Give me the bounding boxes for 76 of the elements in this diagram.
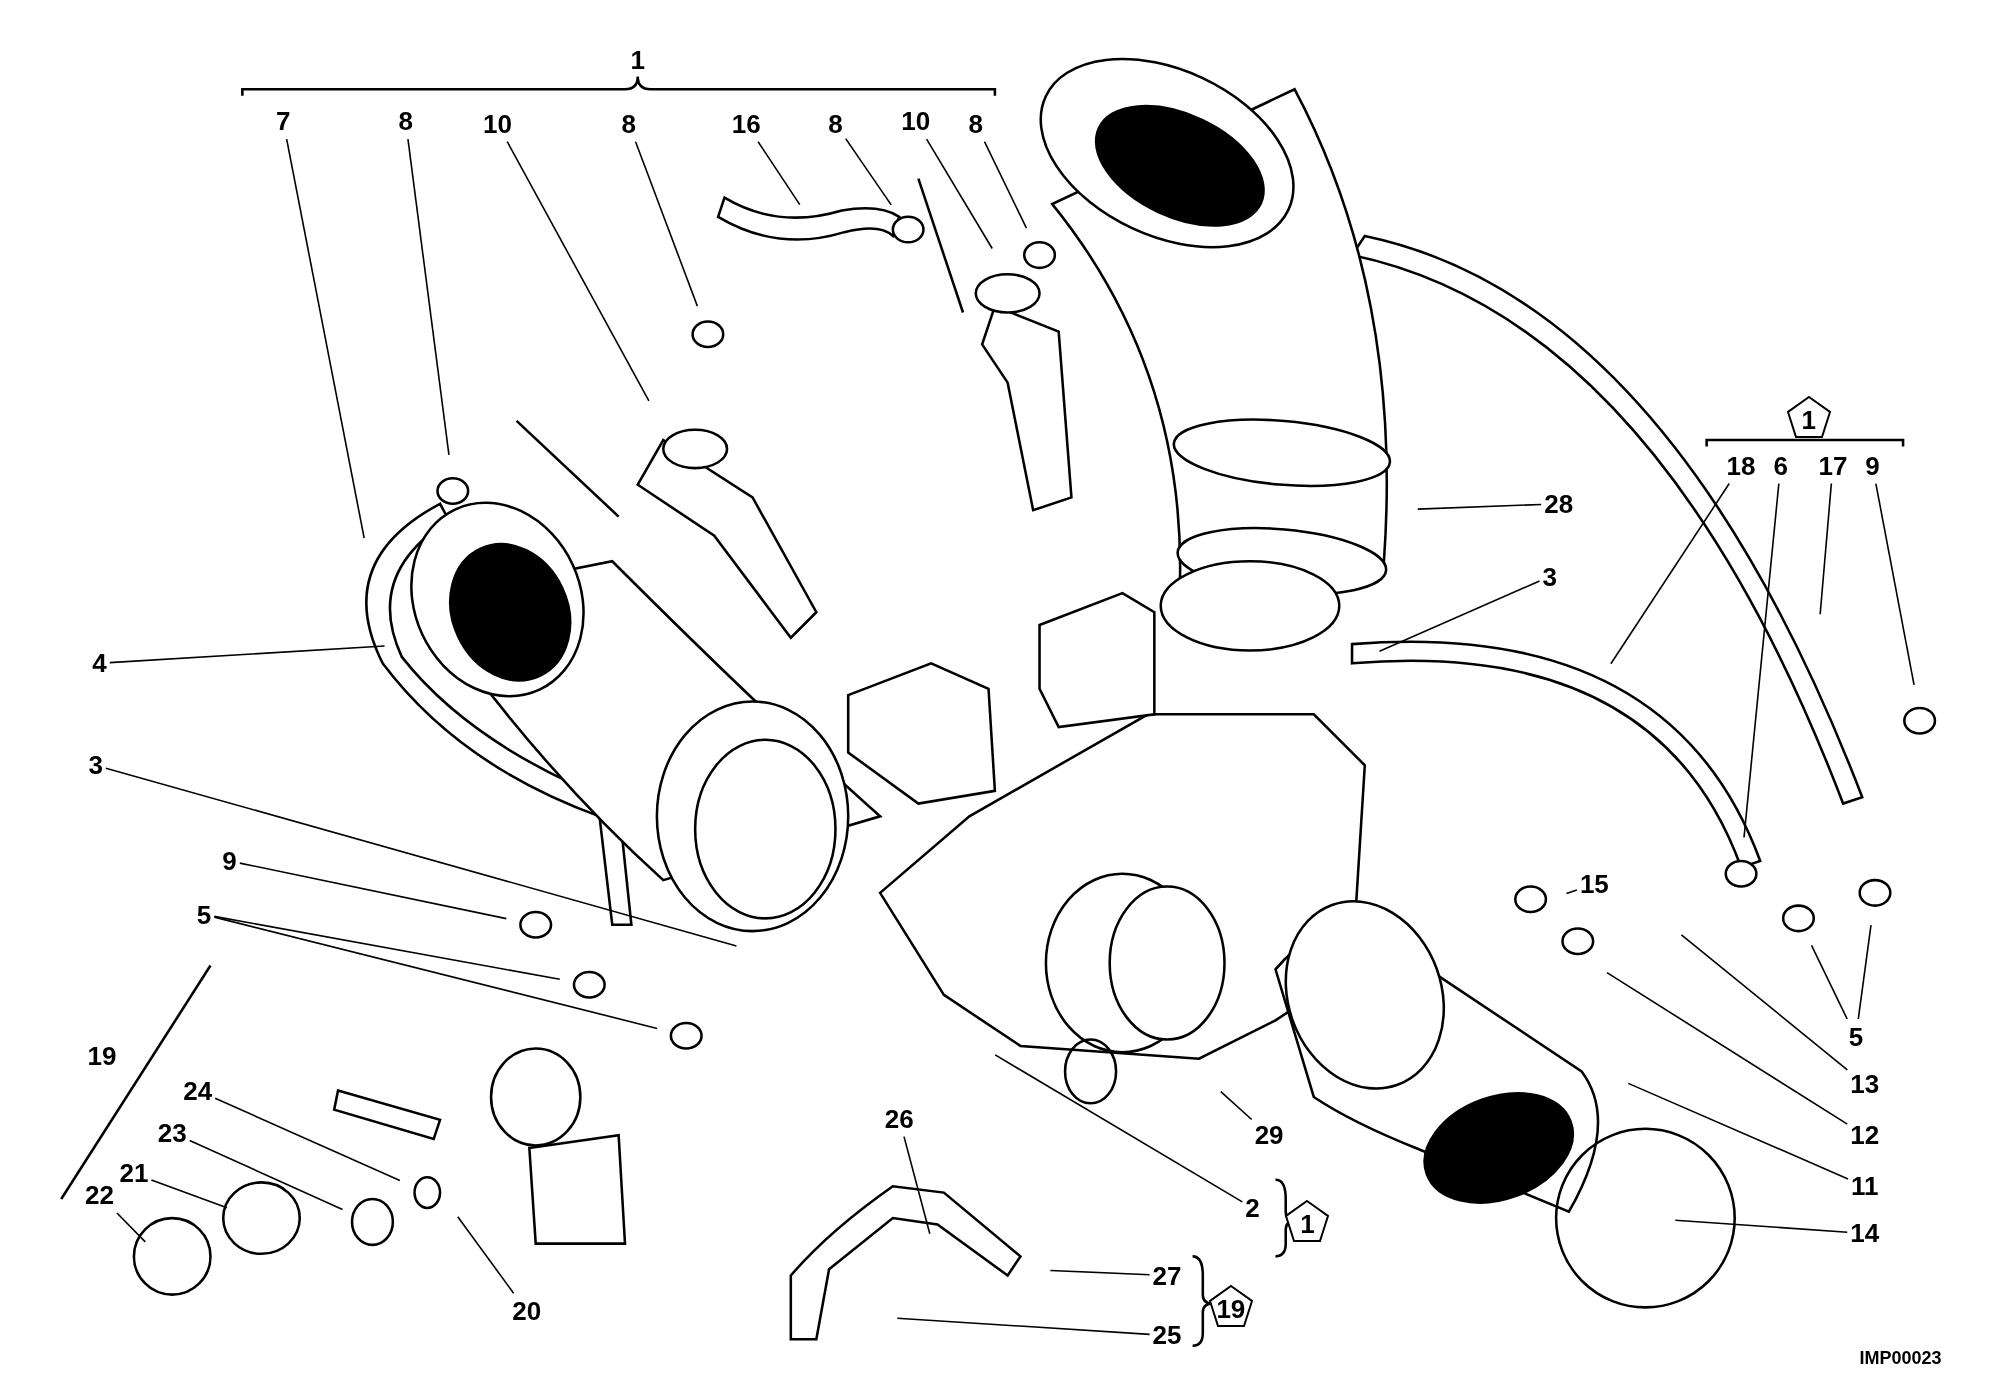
leader-line xyxy=(105,767,738,947)
callout-number: 8 xyxy=(968,108,983,139)
callout-number: 11 xyxy=(1851,1171,1879,1202)
leader-line xyxy=(108,645,386,664)
leader-line xyxy=(1680,933,1849,1071)
leader-line xyxy=(150,1179,228,1209)
callout-number: 16 xyxy=(731,108,761,139)
callout-number: 1 xyxy=(1785,395,1832,440)
callout-number: 19 xyxy=(87,1040,117,1072)
callout-number: 3 xyxy=(1542,561,1557,592)
callout-number: 1 xyxy=(1284,1198,1331,1243)
callout-number: 9 xyxy=(1865,450,1880,481)
leader-line xyxy=(757,140,801,206)
leader-line xyxy=(1875,482,1915,686)
leader-line xyxy=(1857,924,1872,1020)
callout-number: 15 xyxy=(1579,868,1609,899)
callout-number: 6 xyxy=(1773,450,1788,481)
leader-line xyxy=(1743,482,1780,839)
leader-line xyxy=(1627,1082,1849,1180)
leader-line xyxy=(983,140,1028,229)
leader-line xyxy=(214,1097,401,1182)
callout-number: 14 xyxy=(1850,1218,1880,1249)
callout-number: 4 xyxy=(92,648,107,679)
callout-number: 3 xyxy=(88,750,103,781)
callout-number: 8 xyxy=(398,106,413,137)
callout-number: 29 xyxy=(1254,1120,1284,1151)
leader-line xyxy=(1810,944,1848,1020)
callout-number: 20 xyxy=(512,1296,542,1327)
leader-line xyxy=(1378,580,1541,652)
leader-line xyxy=(896,1317,1151,1336)
leader-line xyxy=(1416,503,1542,510)
callout-number: 8 xyxy=(828,108,843,139)
leader-line xyxy=(994,1054,1244,1203)
callout-number: 22 xyxy=(85,1180,114,1211)
leader-line xyxy=(925,138,993,250)
callout-number: 13 xyxy=(1850,1069,1880,1100)
callout-number: 23 xyxy=(157,1117,187,1148)
leader-line xyxy=(213,916,658,1030)
callout-number: 1 xyxy=(630,44,645,76)
leader-line xyxy=(506,140,650,402)
leader-line xyxy=(1674,1219,1849,1233)
callout-number: 2 xyxy=(1245,1192,1260,1223)
leader-line xyxy=(634,140,699,307)
callout-number: 25 xyxy=(1152,1320,1182,1351)
leader-line xyxy=(1819,482,1833,616)
leader-line xyxy=(1610,482,1731,665)
leader-line xyxy=(844,137,892,206)
leader-line xyxy=(903,1135,931,1235)
leader-line xyxy=(1049,1269,1151,1276)
drawing-code: IMP00023 xyxy=(1859,1347,1942,1369)
callout-number: 10 xyxy=(483,108,512,139)
callout-number: 5 xyxy=(1848,1022,1864,1052)
callout-number: 24 xyxy=(183,1075,213,1106)
callout-number: 10 xyxy=(901,106,931,137)
callout-number: 28 xyxy=(1544,488,1574,519)
callout-number: 5 xyxy=(196,899,212,930)
callout-number: 19 xyxy=(1207,1284,1254,1329)
leader-line xyxy=(285,138,365,539)
leader-line xyxy=(1565,889,1578,895)
leader-line xyxy=(407,138,450,456)
callout-number: 12 xyxy=(1850,1120,1880,1151)
leader-line xyxy=(1606,971,1849,1125)
leader-line xyxy=(239,862,508,920)
leader-line xyxy=(213,915,561,981)
leader-line xyxy=(1220,1090,1253,1121)
leader-line xyxy=(456,1216,515,1294)
callout-number: 26 xyxy=(884,1103,914,1134)
callout-number: 27 xyxy=(1152,1260,1182,1291)
callout-number: 21 xyxy=(119,1158,149,1189)
callout-number: 9 xyxy=(222,845,237,876)
leader-line xyxy=(188,1139,344,1211)
callout-number: 8 xyxy=(621,108,637,139)
callout-number: 18 xyxy=(1726,450,1756,481)
callout-number: 17 xyxy=(1818,450,1848,481)
leader-line xyxy=(116,1212,147,1243)
callout-number: 7 xyxy=(275,106,291,137)
